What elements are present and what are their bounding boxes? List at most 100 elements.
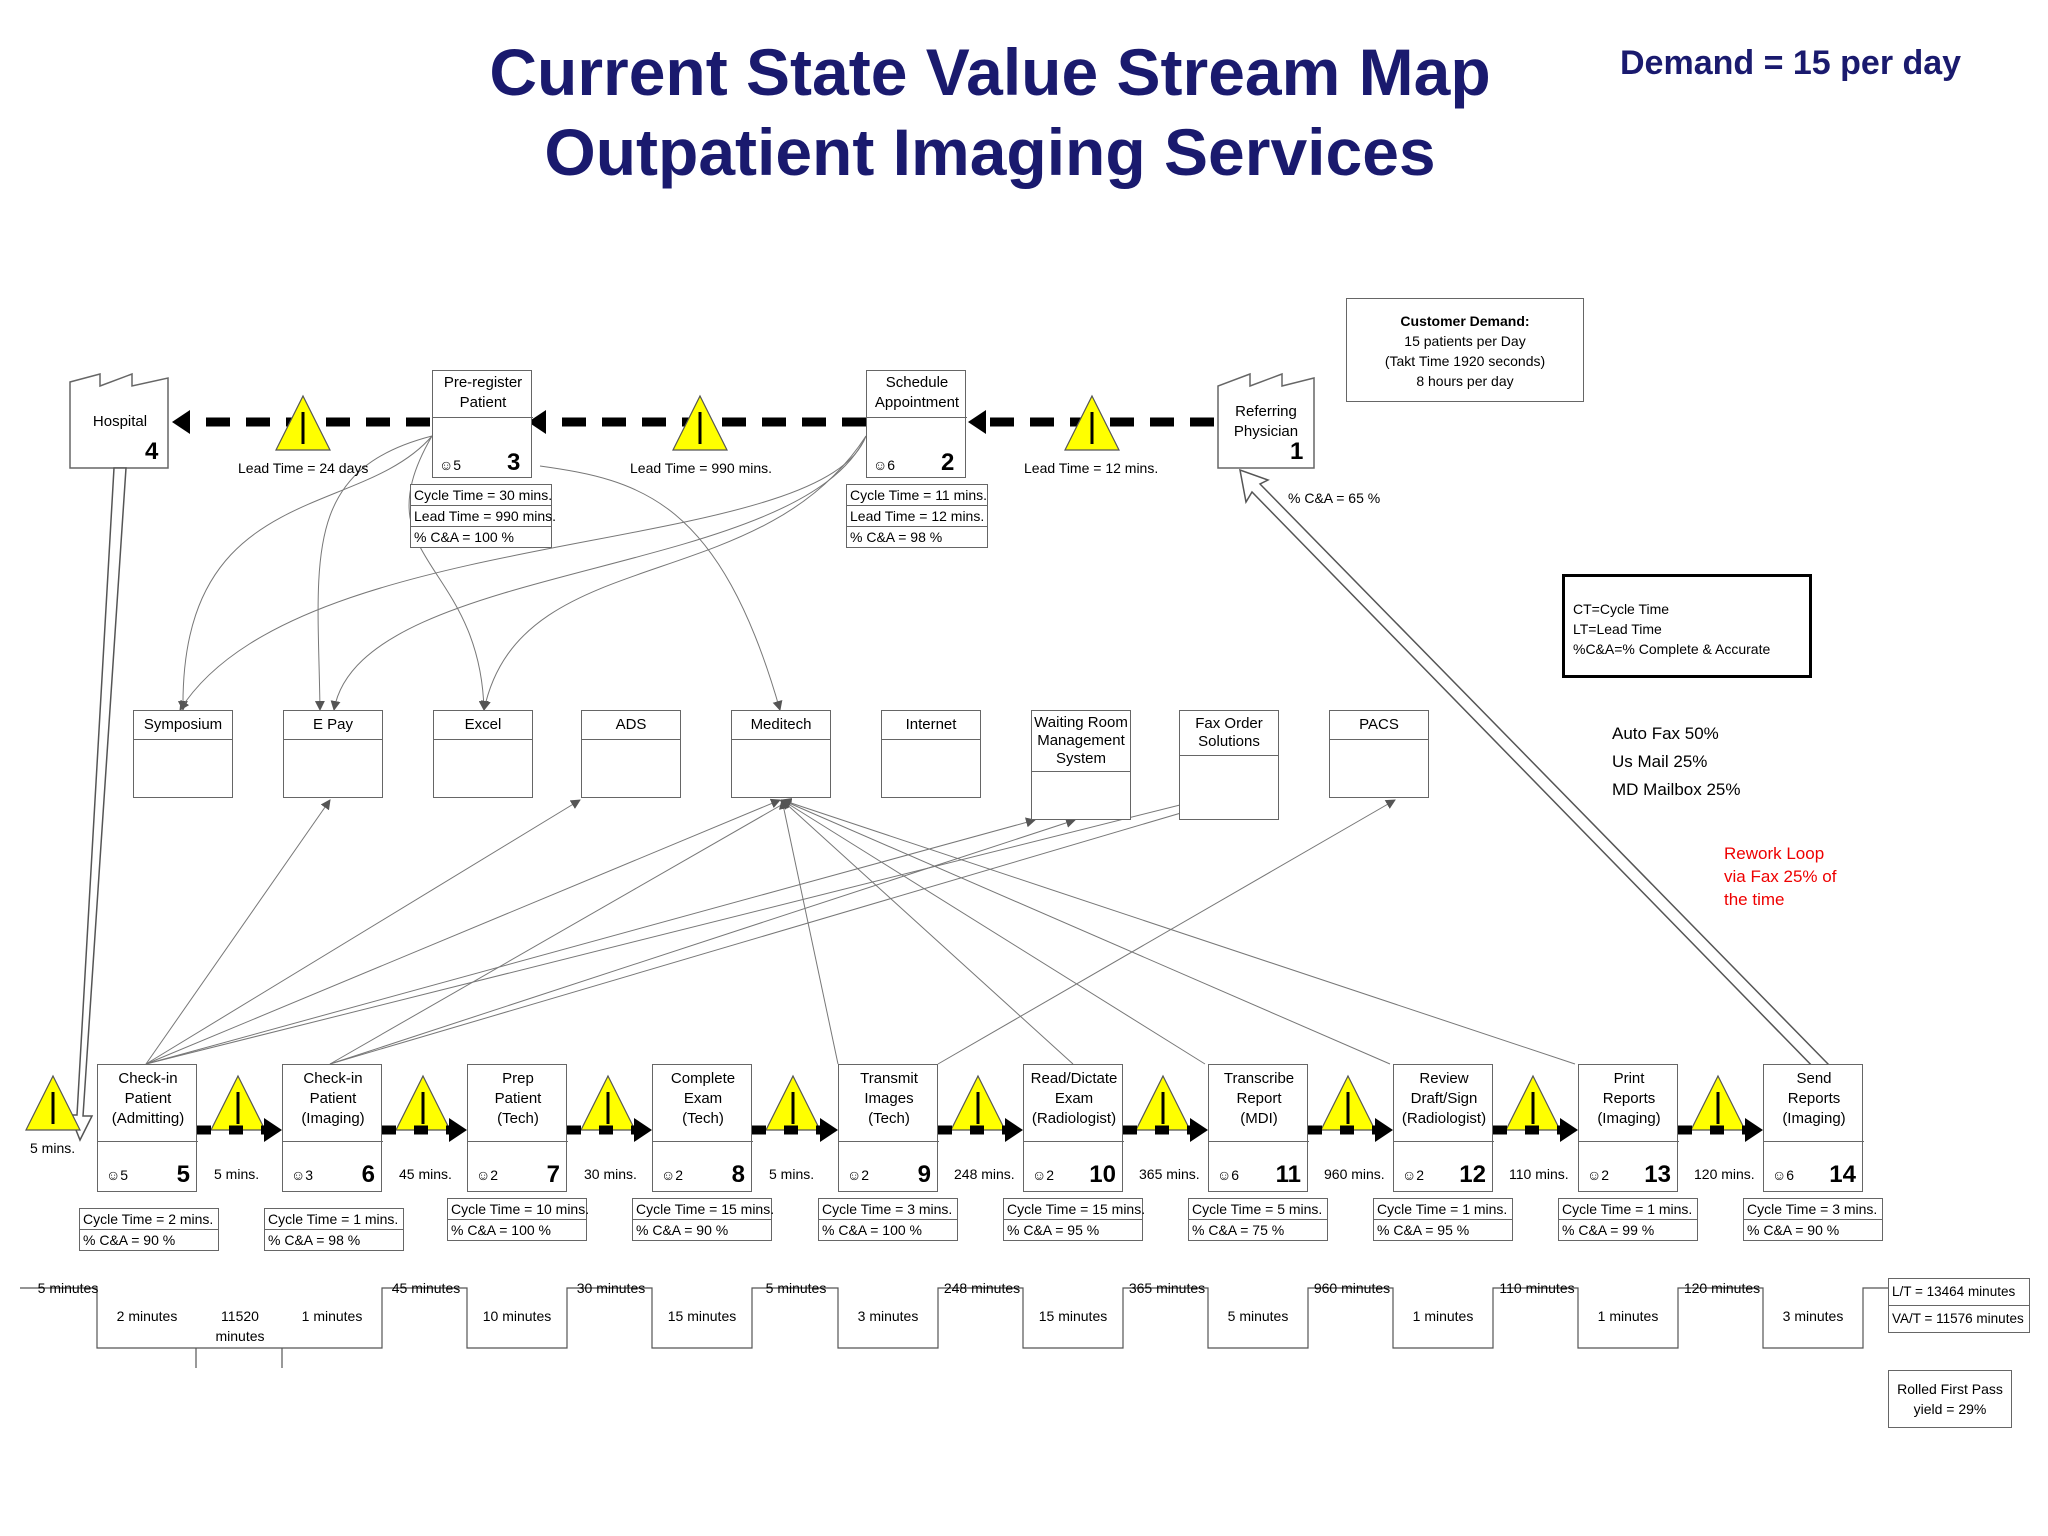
system-links-bottom bbox=[145, 797, 1576, 1065]
operator-count: 2 bbox=[1046, 1167, 1055, 1183]
operator-icon: ☺6 bbox=[1772, 1167, 1795, 1183]
wait-time-label: 960 mins. bbox=[1324, 1166, 1385, 1182]
operator-icon: ☺5 bbox=[439, 457, 462, 473]
process-number: 3 bbox=[507, 449, 521, 476]
timeline-cycle: 15 minutes bbox=[1038, 1308, 1108, 1324]
operator-icon: ☺2 bbox=[476, 1167, 499, 1183]
process-title-line2: Reports bbox=[1787, 1090, 1841, 1107]
inventory-triangle-icon bbox=[950, 1074, 1006, 1131]
timeline-mid-value: 11520 bbox=[221, 1308, 259, 1324]
rolled-yield-line1: Rolled First Pass bbox=[1897, 1381, 2003, 1397]
data-ct: Cycle Time = 5 mins. bbox=[1189, 1199, 1327, 1220]
timeline-ladder bbox=[20, 1287, 1888, 1349]
physician-factory-icon bbox=[1217, 372, 1315, 469]
wait-time-label: 45 mins. bbox=[399, 1166, 452, 1182]
system-box: ADS bbox=[581, 710, 681, 798]
process-title-line2: Patient bbox=[124, 1090, 172, 1107]
wait-time-label: 5 mins. bbox=[769, 1166, 815, 1182]
physician-label: Referring Physician bbox=[1226, 402, 1306, 442]
operator-count: 2 bbox=[490, 1167, 499, 1183]
hospital-label: Hospital bbox=[92, 413, 148, 430]
process-title: Schedule Appointment bbox=[867, 373, 967, 418]
process-title-line2: Exam bbox=[1054, 1090, 1094, 1107]
fax-distribution: Auto Fax 50% Us Mail 25% MD Mailbox 25% bbox=[1612, 720, 1741, 804]
data-lt: Lead Time = 990 mins. bbox=[411, 506, 556, 527]
data-ca: % C&A = 75 % bbox=[1192, 1222, 1285, 1238]
data-ca: % C&A = 99 % bbox=[1562, 1222, 1655, 1238]
system-box: Internet bbox=[881, 710, 981, 798]
data-box: Cycle Time = 3 mins.% C&A = 90 % bbox=[1743, 1198, 1883, 1241]
operator-icon: ☺6 bbox=[873, 457, 896, 473]
data-ct: Cycle Time = 1 mins. bbox=[1559, 1199, 1697, 1220]
operator-count: 5 bbox=[453, 457, 462, 473]
rework-note: Rework Loop via Fax 25% of the time bbox=[1724, 842, 1836, 911]
push-arrow-hospital bbox=[68, 467, 127, 1142]
system-name: Internet bbox=[882, 711, 980, 740]
fax-line1: Auto Fax 50% bbox=[1612, 724, 1719, 743]
rolled-yield-box: Rolled First Pass yield = 29% bbox=[1888, 1370, 2012, 1428]
inventory-triangle-icon bbox=[275, 394, 331, 451]
operator-count: 6 bbox=[887, 457, 896, 473]
system-name: Fax Order Solutions bbox=[1180, 711, 1278, 756]
data-box: Cycle Time = 1 mins. % C&A = 99 % bbox=[1558, 1198, 1698, 1241]
inventory-triangle-icon bbox=[765, 1074, 821, 1131]
data-ca: % C&A = 95 % bbox=[1377, 1222, 1470, 1238]
process-title-line3: (Radiologist) bbox=[1401, 1110, 1487, 1127]
timeline-wait: 30 minutes bbox=[576, 1280, 646, 1296]
data-box: Cycle Time = 2 mins.% C&A = 90 % bbox=[79, 1208, 219, 1251]
data-ct: Cycle Time = 15 mins. bbox=[1004, 1199, 1145, 1220]
process-title-line1: Prep bbox=[502, 1070, 534, 1087]
wait-time-label: 248 mins. bbox=[954, 1166, 1015, 1182]
hospital-number: 4 bbox=[145, 438, 159, 465]
rework-line1: Rework Loop bbox=[1724, 844, 1825, 863]
process-title-line1: Transcribe bbox=[1223, 1070, 1295, 1087]
process-title-line2: Patient bbox=[309, 1090, 357, 1107]
operator-icon: ☺2 bbox=[847, 1167, 870, 1183]
inventory-triangle-icon bbox=[1505, 1074, 1561, 1131]
data-ct: Cycle Time = 1 mins. bbox=[265, 1209, 403, 1230]
process-title-line3: (Tech) bbox=[868, 1110, 910, 1127]
system-name: Excel bbox=[434, 711, 532, 740]
process-title-line2: Patient bbox=[494, 1090, 542, 1107]
inventory-triangle-icon bbox=[1135, 1074, 1191, 1131]
legend-ca: %C&A=% Complete & Accurate bbox=[1573, 641, 1771, 657]
timeline-cycle: 1 minutes bbox=[1412, 1308, 1474, 1324]
process-title-line2: Appointment bbox=[874, 394, 960, 411]
customer-demand-box: Customer Demand: 15 patients per Day (Ta… bbox=[1346, 298, 1584, 402]
timeline-cycle: 3 minutes bbox=[857, 1308, 919, 1324]
data-ca: % C&A = 90 % bbox=[83, 1232, 176, 1248]
inventory-triangle-icon bbox=[25, 1074, 81, 1131]
customer-demand-line3: 8 hours per day bbox=[1416, 373, 1514, 389]
operator-count: 6 bbox=[1786, 1167, 1795, 1183]
rolled-yield-line2: yield = 29% bbox=[1913, 1401, 1987, 1417]
timeline-wait: 5 minutes bbox=[765, 1280, 827, 1296]
data-ct: Cycle Time = 30 mins. bbox=[411, 485, 552, 506]
operator-icon: ☺2 bbox=[661, 1167, 684, 1183]
customer-demand-heading: Customer Demand: bbox=[1400, 313, 1530, 329]
rework-arrow bbox=[1239, 468, 1832, 1076]
timeline-cycle: 2 minutes bbox=[116, 1308, 178, 1324]
system-links-top bbox=[177, 435, 867, 711]
physician-number: 1 bbox=[1290, 438, 1304, 465]
process-title-line1: Read/Dictate bbox=[1030, 1070, 1118, 1087]
process-title-line1: Transmit bbox=[860, 1070, 918, 1087]
operator-count: 2 bbox=[1601, 1167, 1610, 1183]
process-title-line2: Report bbox=[1236, 1090, 1282, 1107]
process-box-preregister: Pre-register Patient ☺5 3 bbox=[432, 370, 533, 478]
wait-time-label: 5 mins. bbox=[30, 1140, 76, 1156]
operator-icon: ☺2 bbox=[1402, 1167, 1425, 1183]
system-name: Symposium bbox=[134, 711, 232, 740]
process-title-line3: (MDI) bbox=[1240, 1110, 1278, 1127]
